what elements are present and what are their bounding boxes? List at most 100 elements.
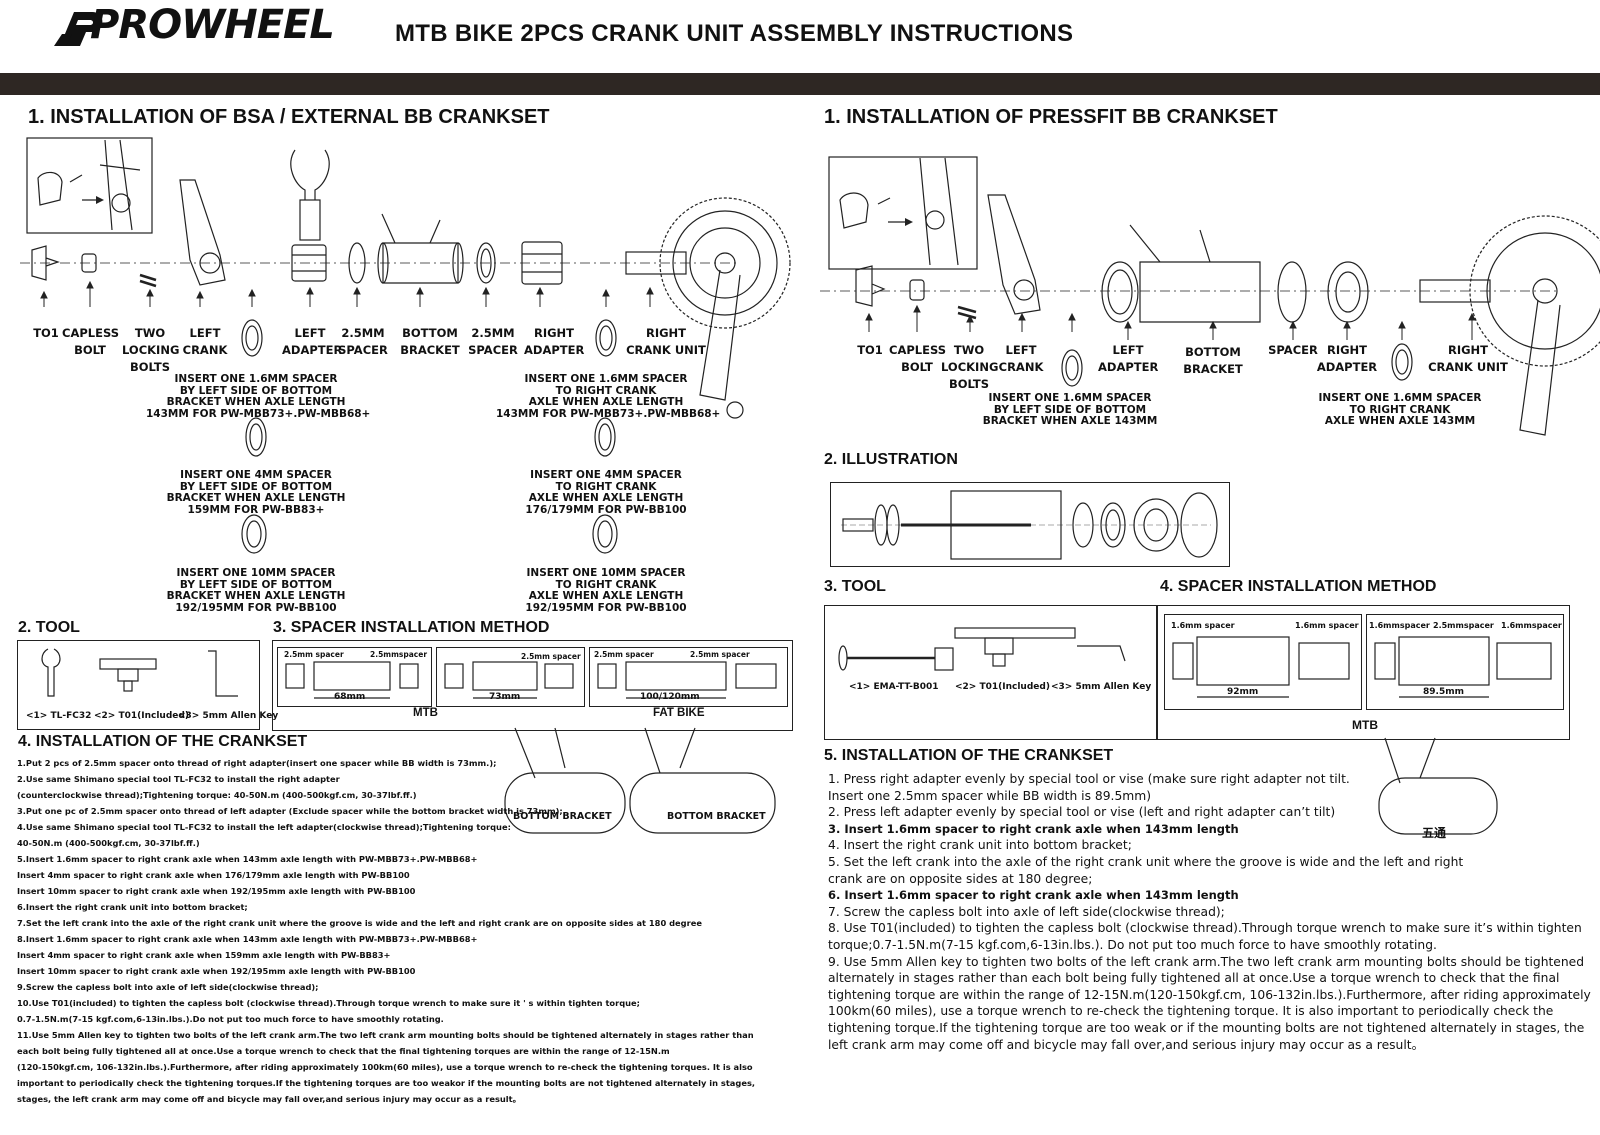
- document-title: MTB BIKE 2PCS CRANK UNIT ASSEMBLY INSTRU…: [395, 20, 1074, 47]
- step-left-11b: each bolt being fully tightened all at o…: [17, 1046, 670, 1056]
- pressfit-exploded-diagram: [820, 156, 1600, 436]
- tool-label-tl-fc32: <1> TL-FC32: [26, 711, 92, 721]
- brand-logo: [52, 6, 332, 50]
- step-left-11c: (120-150kgf.cm, 106-132in.lbs.).Furtherm…: [17, 1062, 753, 1072]
- pf-part-label-left-crank: LEFT CRANK: [998, 343, 1044, 374]
- step-left-11e: stages, the left crank arm may come off …: [17, 1094, 521, 1104]
- step-left-2: 2.Use same Shimano special tool TL-FC32 …: [17, 774, 340, 784]
- section-title-tool-left: 2. TOOL: [18, 619, 80, 636]
- tool-icons-left: [41, 648, 238, 697]
- step-right-9b: alternately in stages rather than each b…: [828, 971, 1560, 986]
- spacer-fatbike-label: FAT BIKE: [653, 707, 705, 719]
- pf-part-label-locking-bolts: TWO LOCKING BOLTS: [941, 343, 999, 391]
- install-steps-right: 1. Press right adapter evenly by special…: [828, 771, 1591, 1053]
- header-bar: [0, 73, 1600, 95]
- part-label-to1: TO1: [33, 326, 59, 340]
- section-title-spacer-left: 3. SPACER INSTALLATION METHOD: [273, 619, 550, 636]
- part-label-right-adapter: RIGHT ADAPTER: [524, 326, 585, 357]
- spacer-mtb-label: MTB: [413, 707, 438, 719]
- bsa-exploded-diagram: [20, 137, 791, 554]
- step-left-10b: 0.7-1.5N.m(7-15 kgf.com,6-13in.lbs.).Do …: [17, 1014, 444, 1024]
- step-right-9c: tightening torque are within the range o…: [828, 987, 1591, 1002]
- step-left-5c: Insert 10mm spacer to right crank axle w…: [17, 886, 416, 896]
- part-label-capless-bolt: CAPLESS BOLT: [62, 326, 120, 357]
- step-right-1: 1. Press right adapter evenly by special…: [828, 772, 1350, 786]
- step-left-8c: Insert 10mm spacer to right crank axle w…: [17, 966, 416, 976]
- part-label-bottom-bracket: BOTTOM BRACKET: [400, 326, 460, 357]
- step-right-9: 9. Use 5mm Allen key to tighten two bolt…: [828, 954, 1585, 969]
- section-title-install-right: 5. INSTALLATION OF THE CRANKSET: [824, 747, 1114, 764]
- section-title-install-left: 4. INSTALLATION OF THE CRANKSET: [18, 733, 308, 750]
- step-left-8: 8.Insert 1.6mm spacer to right crank axl…: [17, 934, 478, 944]
- pf-part-label-right-crank-unit: RIGHT CRANK UNIT: [1428, 343, 1508, 374]
- section-title-bsa: 1. INSTALLATION OF BSA / EXTERNAL BB CRA…: [28, 106, 550, 128]
- step-left-3: 3.Put one pc of 2.5mm spacer onto thread…: [17, 806, 563, 816]
- step-right-6: 6. Insert 1.6mm spacer to right crank ax…: [828, 888, 1239, 903]
- step-right-8b: torque;0.7-1.5N.m(7-15 kgf.com,6-13in.lb…: [828, 937, 1437, 952]
- step-right-5: 5. Set the left crank into the axle of t…: [828, 854, 1464, 869]
- note-right-10mm: INSERT ONE 10MM SPACER TO RIGHT CRANK AX…: [525, 567, 687, 614]
- spacer-box-left: 2.5mm spacer 2.5mmspacer 68mm 2.5mm spac…: [272, 640, 793, 731]
- step-right-4: 4. Insert the right crank unit into bott…: [828, 838, 1132, 853]
- step-left-8b: Insert 4mm spacer to right crank axle wh…: [17, 950, 391, 960]
- section-title-spacer-right: 4. SPACER INSTALLATION METHOD: [1160, 578, 1437, 595]
- section-title-illustration: 2. ILLUSTRATION: [824, 451, 958, 468]
- pf-part-label-bottom-bracket: BOTTOM BRACKET: [1183, 345, 1243, 376]
- spacer-panel-fatbike: 2.5mm spacer 2.5mm spacer 100/120mm: [589, 647, 788, 707]
- tool-box-left: <1> TL-FC32 <2> T01(Included) <3> 5mm Al…: [17, 640, 278, 730]
- pf-part-label-left-adapter: LEFT ADAPTER: [1098, 343, 1159, 374]
- spacer-panel-92mm: 1.6mm spacer 1.6mm spacer 92mm: [1164, 614, 1362, 710]
- section-title-tool-right: 3. TOOL: [824, 578, 886, 595]
- note-left-1-6mm: INSERT ONE 1.6MM SPACER BY LEFT SIDE OF …: [146, 373, 371, 420]
- step-left-10: 10.Use T01(included) to tighten the capl…: [17, 998, 640, 1008]
- pf-note-right: INSERT ONE 1.6MM SPACER TO RIGHT CRANK A…: [1318, 392, 1482, 427]
- pf-part-label-spacer: SPACER: [1268, 343, 1318, 357]
- part-label-spacer-right: 2.5MM SPACER: [468, 326, 518, 357]
- pf-part-label-to1: TO1: [857, 343, 883, 357]
- step-right-7: 7. Screw the capless bolt into axle of l…: [828, 904, 1225, 919]
- bottom-bracket-illustrations: [504, 727, 776, 834]
- step-left-11d: important to periodically check the tigh…: [17, 1078, 756, 1088]
- spacer-panel-89-5mm: 1.6mmspacer 2.5mmspacer 1.6mmspacer 89.5…: [1366, 614, 1564, 710]
- spacer-panel-68mm: 2.5mm spacer 2.5mmspacer 68mm: [277, 647, 432, 707]
- step-left-6: 6.Insert the right crank unit into botto…: [17, 902, 248, 912]
- step-right-9d: 100km(60 miles), use a torque wrench to …: [828, 1004, 1554, 1019]
- note-left-10mm: INSERT ONE 10MM SPACER BY LEFT SIDE OF B…: [166, 567, 346, 614]
- pf-note-left: INSERT ONE 1.6MM SPACER BY LEFT SIDE OF …: [982, 392, 1158, 427]
- step-left-4b: 40-50N.m (400-500kgf.cm, 30-37lbf.ff.): [17, 838, 200, 848]
- install-steps-left: 1.Put 2 pcs of 2.5mm spacer onto thread …: [17, 755, 755, 1107]
- step-right-5b: crank are on opposite sides at 180 degre…: [828, 871, 1093, 886]
- note-right-4mm: INSERT ONE 4MM SPACER TO RIGHT CRANK AXL…: [525, 469, 687, 516]
- tool-label-allen-key: <3> 5mm Allen Key: [178, 711, 279, 721]
- step-left-5: 5.Insert 1.6mm spacer to right crank axl…: [17, 854, 478, 864]
- logo-emblem-icon: [54, 12, 103, 46]
- illustration-box: [830, 482, 1230, 567]
- step-right-1b: Insert one 2.5mm spacer while BB width i…: [828, 788, 1152, 803]
- bracket-label-mtb: BOTTOM BRACKET: [513, 811, 612, 822]
- section-title-pressfit: 1. INSTALLATION OF PRESSFIT BB CRANKSET: [824, 106, 1278, 128]
- step-right-3: 3. Insert 1.6mm spacer to right crank ax…: [828, 821, 1239, 836]
- step-left-1: 1.Put 2 pcs of 2.5mm spacer onto thread …: [17, 758, 497, 768]
- tool-icons-right: [838, 627, 1126, 671]
- spacer-mtb-label-right: MTB: [1352, 718, 1378, 732]
- part-label-left-adapter: LEFT ADAPTER: [282, 326, 343, 357]
- step-right-8: 8. Use T01(included) to tighten the capl…: [828, 921, 1582, 936]
- step-right-9f: left crank arm may come off and bicycle …: [828, 1037, 1424, 1052]
- pf-part-label-right-adapter: RIGHT ADAPTER: [1316, 343, 1378, 374]
- step-left-2b: (counterclockwise thread);Tightening tor…: [17, 790, 417, 800]
- bracket-label-fat: BOTTOM BRACKET: [667, 811, 766, 822]
- step-right-9e: tightening torque.If the tightening torq…: [828, 1020, 1585, 1035]
- bracket-label-cn: 五通: [1422, 826, 1447, 840]
- step-left-11: 11.Use 5mm Allen key to tighten two bolt…: [17, 1030, 754, 1040]
- tool-label-ema: <1> EMA-TT-B001: [849, 682, 939, 692]
- step-right-2: 2. Press left adapter evenly by special …: [828, 805, 1336, 820]
- part-label-locking-bolts: TWO LOCKING BOLTS: [122, 326, 180, 374]
- tool-label-allen-right: <3> 5mm Allen Key: [1051, 682, 1152, 692]
- step-left-7: 7.Set the left crank into the axle of th…: [17, 918, 702, 928]
- tool-label-t01-right: <2> T01(Included): [955, 682, 1050, 692]
- press-tool-illustration: [841, 490, 1218, 560]
- tool-box-right: <1> EMA-TT-B001 <2> T01(Included) <3> 5m…: [824, 605, 1157, 740]
- spacer-box-right: 1.6mm spacer 1.6mm spacer 92mm 1.6mmspac…: [1157, 605, 1570, 740]
- tool-label-t01: <2> T01(Included): [94, 711, 189, 721]
- pf-part-label-capless-bolt: CAPLESS BOLT: [889, 343, 947, 374]
